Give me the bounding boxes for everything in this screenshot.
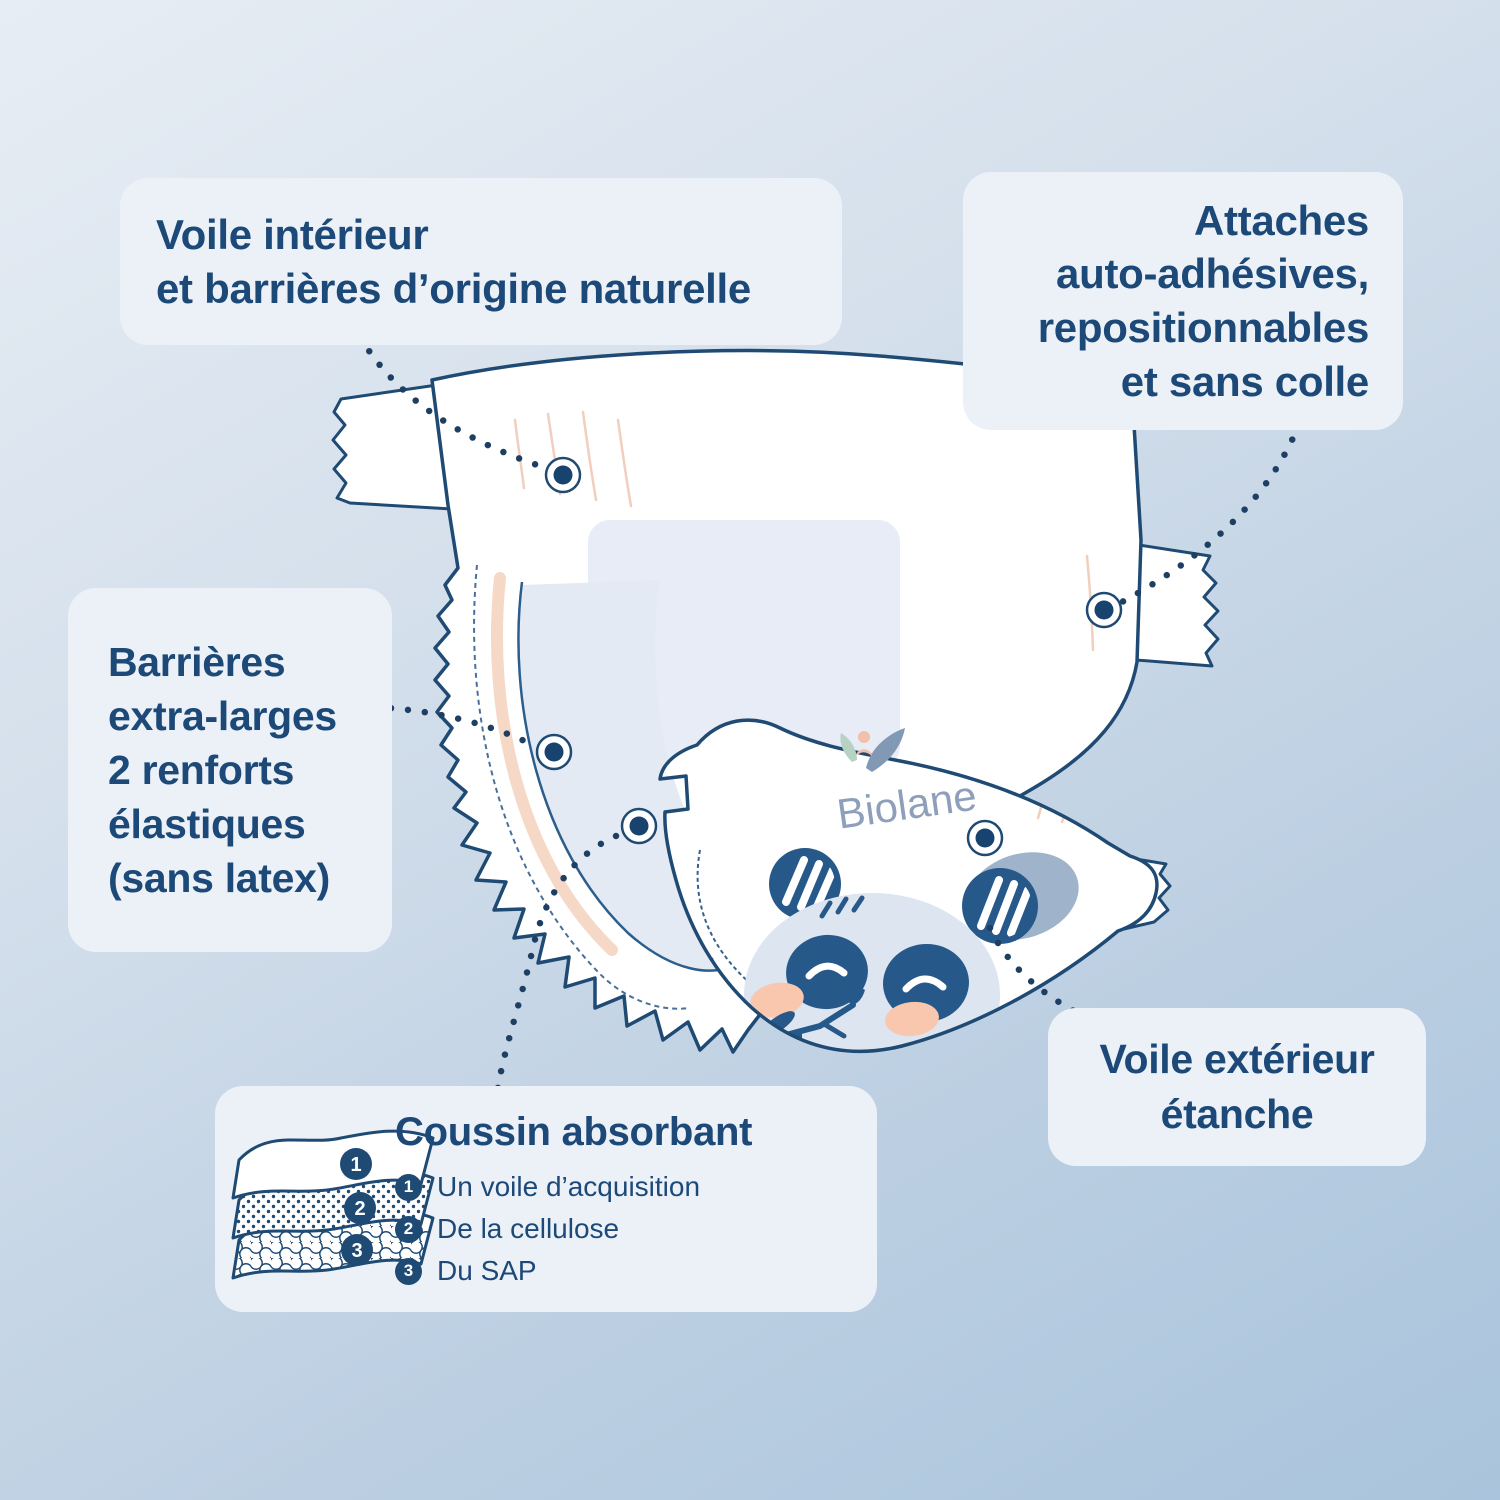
marker-inner-veil xyxy=(544,456,582,494)
diaper-left-tab xyxy=(331,383,454,511)
connector-barriers xyxy=(370,703,541,751)
panda-eye-left-smile xyxy=(805,962,848,980)
callout-line: auto-adhésives, xyxy=(1056,250,1369,298)
callout-line: et sans colle xyxy=(1120,357,1370,405)
barrier-line xyxy=(517,581,742,972)
callout-line: et barrières d’origine naturelle xyxy=(156,264,751,312)
item-label: Un voile d’acquisition xyxy=(437,1171,701,1202)
marker-adhesive-tabs xyxy=(1085,591,1123,629)
callout-line: (sans latex) xyxy=(108,855,331,902)
callout-barriers: Barrières extra-larges 2 renforts élasti… xyxy=(68,588,392,952)
elastic-stripe xyxy=(490,572,618,956)
feature-markers xyxy=(535,456,1123,857)
panda-brow-ticks xyxy=(819,895,865,919)
logo-leaf-swoosh xyxy=(866,728,905,772)
absorbent-cushion-panel: 1 2 3 Coussin absorbant 1 Un voile d’acq… xyxy=(215,1086,877,1312)
panda-mouth-fork xyxy=(821,1021,847,1039)
layer-badge-3: 3 xyxy=(351,1240,362,1262)
layer-badge-1: 1 xyxy=(350,1154,361,1176)
item-label: De la cellulose xyxy=(437,1213,620,1244)
diaper-inner-pad xyxy=(588,520,900,768)
callout-outer-veil: Voile extérieur étanche xyxy=(1048,1008,1426,1166)
marker-outer-veil xyxy=(966,819,1004,857)
layer-number-badges: 1 2 3 xyxy=(340,1148,376,1266)
absorbent-list: 1 Un voile d’acquisition 2 De la cellulo… xyxy=(395,1171,855,1287)
connector-adhesive-tabs xyxy=(1118,420,1303,606)
layers-diagram: 1 2 3 xyxy=(231,1129,435,1280)
marker-barriers-lower xyxy=(620,807,658,845)
crease-lines-back xyxy=(513,410,1095,652)
layer-badge-2: 2 xyxy=(354,1198,365,1220)
list-item: 1 Un voile d’acquisition xyxy=(395,1171,855,1203)
absorbent-title: Coussin absorbant xyxy=(395,1110,753,1154)
callout-line: Voile intérieur xyxy=(156,211,429,259)
panda-cheek-left xyxy=(750,982,804,1018)
panda-eye-right xyxy=(883,943,969,1023)
logo-baby-body xyxy=(856,749,872,756)
connector-absorbent xyxy=(493,832,620,1098)
panda-eye-right-smile xyxy=(902,975,947,993)
item-label: Du SAP xyxy=(437,1255,537,1286)
callout-adhesive-tabs: Attaches auto-adhésives, repositionnable… xyxy=(963,172,1403,430)
ear-right-stripes xyxy=(977,876,1032,937)
callout-line: repositionnables xyxy=(1037,304,1370,351)
callout-line: Barrières xyxy=(108,638,286,685)
logo-leaf-green xyxy=(840,733,857,762)
marker-barriers-upper xyxy=(535,733,573,771)
callout-line: extra-larges xyxy=(108,692,337,739)
panda-nose xyxy=(842,985,865,1005)
callout-inner-veil: Voile intérieur et barrières d’origine n… xyxy=(120,178,842,345)
item-number-badge: 1 xyxy=(395,1173,422,1201)
logo-baby-head xyxy=(858,731,870,743)
dotted-connectors xyxy=(348,318,1303,1098)
item-number-badge: 2 xyxy=(395,1215,422,1243)
callout-line: élastiques xyxy=(108,801,306,848)
callout-line: 2 renforts xyxy=(108,746,295,793)
item-number-badge: 3 xyxy=(395,1257,422,1285)
callout-line: Attaches xyxy=(1194,196,1369,244)
list-item: 3 Du SAP xyxy=(395,1255,855,1287)
list-item: 2 De la cellulose xyxy=(395,1213,855,1245)
diaper-right-tab xyxy=(1134,543,1220,668)
stitch-line xyxy=(473,564,691,1010)
panda-cheek-right xyxy=(885,1001,939,1037)
absorbent-text-block: Coussin absorbant 1 Un voile d’acquisiti… xyxy=(395,1110,855,1287)
callout-line: étanche xyxy=(1160,1091,1314,1137)
callout-line: Voile extérieur xyxy=(1099,1035,1375,1082)
